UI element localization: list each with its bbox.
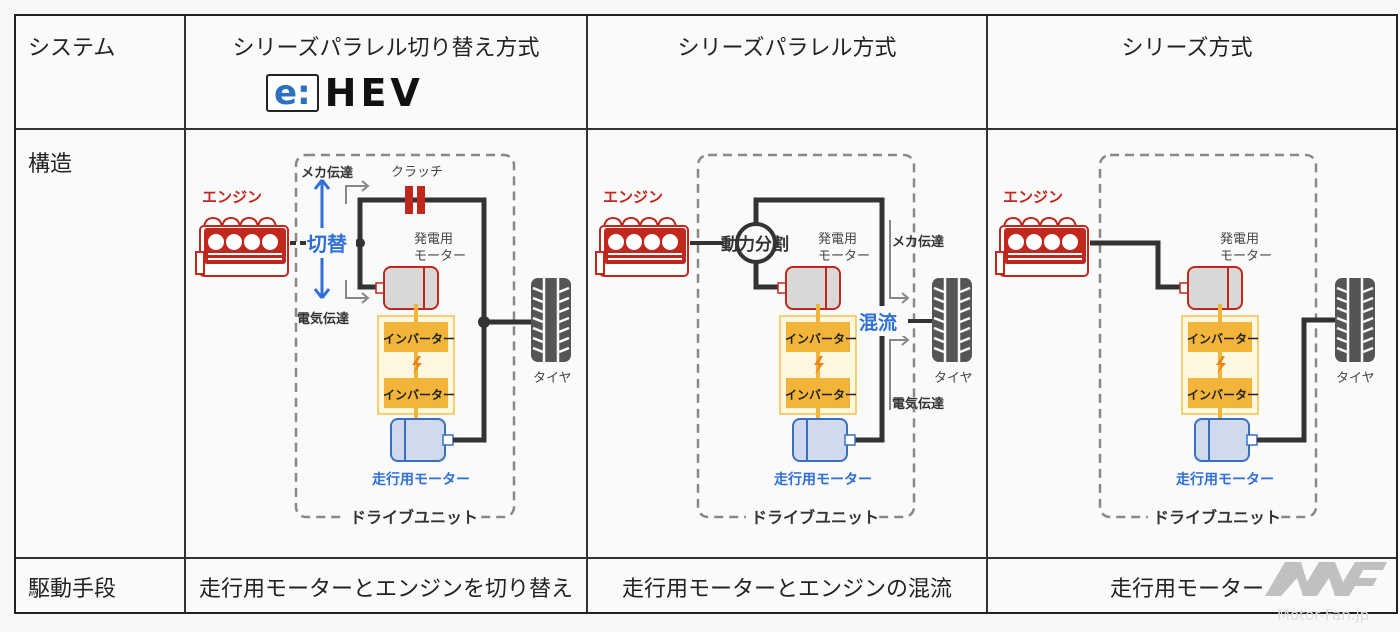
- engine-icon: [195, 217, 289, 277]
- label-bg: [858, 306, 908, 336]
- arrow-icon: [889, 334, 910, 410]
- row-divider: [16, 128, 1396, 130]
- drive-motor-label: 走行用モーター: [372, 471, 470, 488]
- shaft: [1090, 240, 1180, 290]
- drive-motor-label: 走行用モーター: [1176, 471, 1274, 488]
- switch-label: 切替: [307, 232, 347, 256]
- drive-motor-icon: [390, 418, 454, 462]
- generator-motor-icon: [777, 266, 841, 310]
- shaft: [1257, 317, 1340, 443]
- arrow-icon: [345, 180, 370, 204]
- tire-label: タイヤ: [533, 371, 572, 386]
- mix-label: 混流: [859, 311, 897, 334]
- power-split-label: 動力分割: [721, 234, 789, 255]
- junction: [478, 316, 490, 328]
- diagram-series: エンジン 発電用 モーター インバーター インバーター 走行用モーター タイヤ …: [995, 153, 1377, 530]
- engine-label: エンジン: [202, 188, 262, 206]
- col3-title: シリーズ方式: [1121, 36, 1253, 61]
- shaft: [453, 319, 538, 443]
- tire-icon: [529, 276, 573, 364]
- drive-unit-box: [294, 153, 516, 519]
- tire-icon: [930, 276, 974, 364]
- clutch-icon: [417, 186, 425, 214]
- generator-motor-icon: [375, 266, 439, 310]
- drive-motor-label: 走行用モーター: [774, 471, 872, 488]
- generator-label: モーター: [1220, 249, 1272, 264]
- drive-unit-label: ドライブユニット: [350, 508, 478, 527]
- label-bg: [1148, 506, 1280, 530]
- drive-col2: 走行用モーターとエンジンの混流: [621, 577, 953, 602]
- engine-label: エンジン: [1003, 188, 1063, 206]
- generator-motor-icon: [1179, 266, 1243, 310]
- label-bg: [746, 506, 878, 530]
- drive-motor-icon: [792, 418, 856, 462]
- structure-row-label: 構造: [28, 152, 73, 177]
- watermark: Motor-Fan.jp: [1255, 548, 1395, 632]
- clutch-icon: [405, 186, 413, 214]
- tire-label: タイヤ: [934, 371, 973, 386]
- arrow-icon: [889, 220, 910, 304]
- drive-col3: 走行用モーター: [1109, 577, 1265, 602]
- inverter-label: インバーター: [785, 332, 857, 346]
- watermark-text: Motor-Fan.jp: [1277, 606, 1369, 624]
- drive-unit-label: ドライブユニット: [1153, 508, 1281, 527]
- label-bg: [306, 228, 356, 258]
- mech-transfer-label: メカ伝達: [892, 234, 944, 250]
- drive-col1: 走行用モーターとエンジンを切り替え: [198, 577, 574, 602]
- mech-transfer-label: メカ伝達: [301, 165, 353, 181]
- junction: [355, 238, 365, 248]
- system-row-label: システム: [28, 36, 116, 61]
- col-divider: [184, 16, 186, 612]
- drive-motor-icon: [1194, 418, 1258, 462]
- tire-icon: [1333, 276, 1377, 364]
- shaft: [753, 197, 885, 443]
- engine-icon: [595, 217, 689, 277]
- col1-title: シリーズパラレル切り替え方式: [232, 36, 540, 61]
- col-divider: [986, 16, 988, 612]
- ehev-logo: e: HEV: [266, 71, 424, 115]
- tire-label: タイヤ: [1336, 371, 1375, 386]
- inverter-stack: [1180, 302, 1260, 428]
- inverter-label: インバーター: [1187, 332, 1259, 346]
- inverter-label: インバーター: [1187, 388, 1259, 402]
- generator-label: 発電用: [818, 232, 857, 247]
- engine-label: エンジン: [603, 188, 663, 206]
- diagram-series-parallel-switching: エンジン クラッチ メカ伝達 電気伝達 切替 発電用 モーター インバーター イ…: [195, 153, 573, 530]
- label-bg: [345, 506, 477, 530]
- elec-transfer-label: 電気伝達: [297, 311, 349, 327]
- ehev-logo-prefix: e:: [266, 74, 319, 112]
- inverter-stack: [376, 302, 456, 428]
- generator-label: 発電用: [1220, 232, 1259, 247]
- generator-label: 発電用: [414, 232, 453, 247]
- col2-title: シリーズパラレル方式: [677, 36, 897, 61]
- inverter-label: インバーター: [383, 388, 455, 402]
- generator-label: モーター: [818, 249, 870, 264]
- clutch-label: クラッチ: [391, 165, 443, 180]
- generator-label: モーター: [414, 249, 466, 264]
- inverter-label: インバーター: [785, 388, 857, 402]
- mf-logo-icon: Motor-Fan.jp: [1265, 562, 1387, 624]
- power-split-icon: [735, 222, 777, 264]
- comparison-table: システム シリーズパラレル切り替え方式 シリーズパラレル方式 シリーズ方式 e:…: [14, 14, 1398, 614]
- engine-icon: [995, 217, 1089, 277]
- drive-unit-label: ドライブユニット: [751, 508, 879, 527]
- elec-transfer-label: 電気伝達: [892, 396, 944, 412]
- inverter-label: インバーター: [383, 332, 455, 346]
- inverter-stack: [778, 302, 858, 428]
- diagram-series-parallel: エンジン 動力分割 発電用 モーター インバーター インバーター 走行用モーター…: [595, 153, 974, 530]
- col-divider: [586, 16, 588, 612]
- arrow-icon: [345, 280, 370, 304]
- row-divider: [16, 557, 1396, 559]
- ehev-logo-text: HEV: [324, 71, 424, 115]
- drive-row-label: 駆動手段: [28, 577, 117, 602]
